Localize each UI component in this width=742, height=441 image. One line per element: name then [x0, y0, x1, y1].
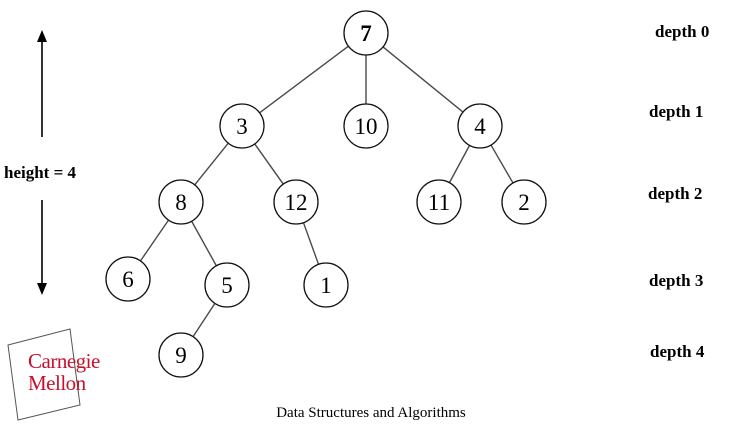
- tree-node-label: 6: [122, 267, 134, 292]
- tree-node-label: 12: [285, 190, 308, 215]
- tree-node-circle: [416, 179, 462, 225]
- tree-edge-n5-n9: [192, 303, 216, 337]
- tree-edge-n4-n11: [448, 145, 471, 183]
- carnegie-mellon-logo: Carnegie Mellon: [0, 325, 140, 425]
- tree-node-label: 8: [175, 190, 187, 215]
- depth-label-3: depth 3: [649, 271, 704, 290]
- tree-node-circle: [303, 262, 349, 308]
- tree-edge-n8-n6: [139, 219, 170, 262]
- tree-node-circle: [158, 332, 204, 378]
- tree-node-label: 11: [428, 190, 450, 215]
- tree-node-circle: [204, 262, 250, 308]
- tree-node-7: 7: [343, 10, 389, 56]
- tree-node-9: 9: [158, 332, 204, 378]
- tree-edge-n7-n4: [382, 46, 464, 113]
- tree-node-circle: [343, 10, 389, 56]
- tree-node-4: 4: [457, 103, 503, 149]
- tree-node-circle: [343, 103, 389, 149]
- tree-edge-n7-n3: [259, 45, 349, 114]
- tree-node-label: 1: [320, 273, 332, 298]
- tree-node-8: 8: [158, 179, 204, 225]
- height-arrow-down-head: [37, 283, 47, 295]
- tree-edge-n3-n8: [194, 142, 229, 186]
- tree-node-circle: [457, 103, 503, 149]
- tree-node-12: 12: [273, 179, 319, 225]
- tree-node-1: 1: [303, 262, 349, 308]
- tree-node-label: 10: [355, 114, 378, 139]
- logo-frame: [7, 328, 81, 421]
- tree-node-label: 9: [175, 343, 187, 368]
- height-label: height = 4: [4, 163, 77, 182]
- tree-node-6: 6: [105, 256, 151, 302]
- tree-node-circle: [501, 179, 547, 225]
- tree-node-11: 11: [416, 179, 462, 225]
- tree-node-2: 2: [501, 179, 547, 225]
- logo-word-carnegie: Carnegie: [28, 349, 100, 373]
- tree-node-label: 3: [236, 114, 248, 139]
- tree-edge-n3-n12: [254, 143, 284, 185]
- depth-label-4: depth 4: [650, 342, 705, 361]
- tree-node-3: 3: [219, 103, 265, 149]
- tree-edge-n12-n1: [302, 222, 320, 265]
- tree-node-circle: [219, 103, 265, 149]
- tree-node-label: 7: [360, 21, 372, 46]
- tree-node-label: 2: [518, 190, 530, 215]
- tree-node-label: 4: [474, 114, 486, 139]
- tree-edge-n4-n2: [490, 144, 514, 184]
- tree-node-5: 5: [204, 262, 250, 308]
- depth-label-0: depth 0: [655, 22, 710, 41]
- depth-label-1: depth 1: [649, 102, 704, 121]
- tree-node-circle: [273, 179, 319, 225]
- tree-edge-n8-n5: [191, 220, 217, 267]
- depth-label-2: depth 2: [648, 184, 703, 203]
- tree-node-circle: [105, 256, 151, 302]
- height-arrow-up-head: [37, 30, 47, 42]
- footer-text: Data Structures and Algorithms: [276, 405, 466, 421]
- tree-node-10: 10: [343, 103, 389, 149]
- logo-word-mellon: Mellon: [28, 371, 86, 395]
- tree-node-circle: [158, 179, 204, 225]
- tree-node-label: 5: [221, 273, 233, 298]
